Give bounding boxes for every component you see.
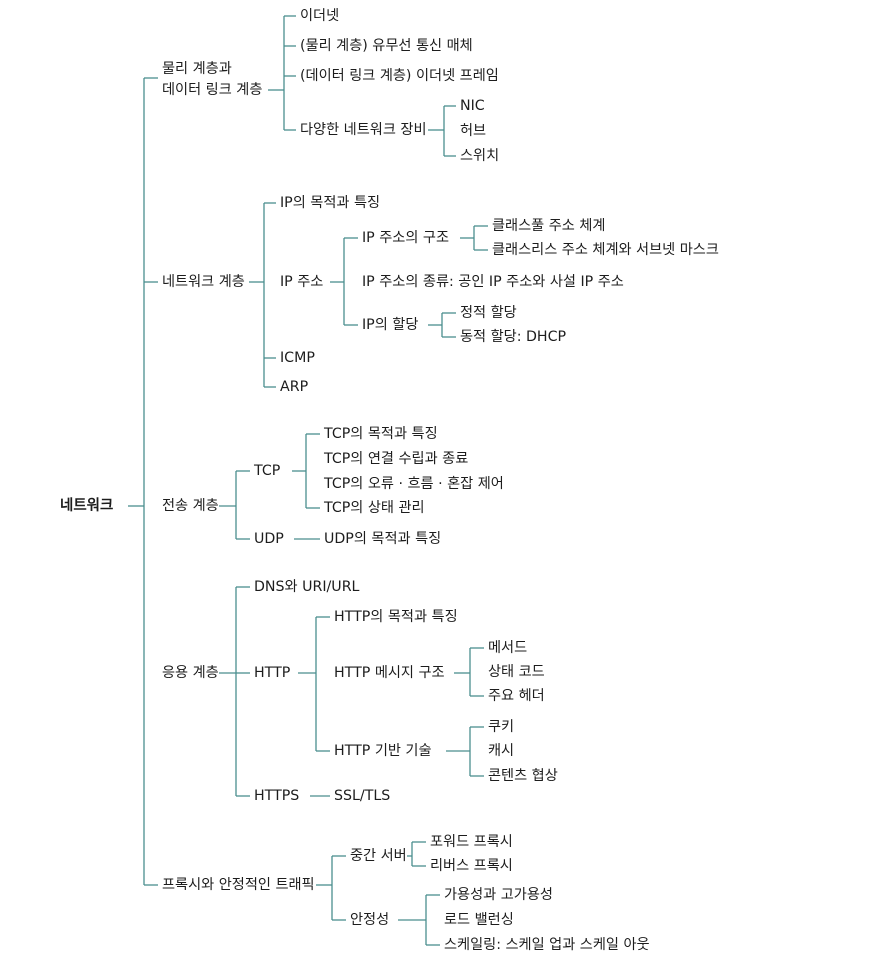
node-icmp: ICMP — [280, 349, 315, 367]
node-network-layer: 네트워크 계층 — [162, 273, 245, 291]
node-switch: 스위치 — [460, 147, 500, 165]
node-ethernet: 이더넷 — [300, 7, 340, 25]
node-middle-server: 중간 서버 — [350, 847, 407, 865]
node-tcp-state: TCP의 상태 관리 — [324, 499, 425, 517]
node-availability: 가용성과 고가용성 — [444, 886, 553, 904]
node-load-balancing: 로드 밸런싱 — [444, 911, 514, 929]
node-ethernet-frame: (데이터 링크 계층) 이더넷 프레임 — [300, 67, 499, 85]
node-static-assign: 정적 할당 — [460, 304, 517, 322]
node-nic: NIC — [460, 97, 485, 115]
node-proxy-traffic: 프록시와 안정적인 트래픽 — [162, 876, 315, 894]
node-ssl-tls: SSL/TLS — [334, 787, 391, 805]
node-classful: 클래스풀 주소 체계 — [492, 217, 606, 235]
node-tcp: TCP — [254, 462, 281, 480]
node-main-headers: 주요 헤더 — [488, 687, 545, 705]
node-cache: 캐시 — [488, 742, 515, 760]
node-https: HTTPS — [254, 787, 300, 805]
node-tcp-connection: TCP의 연결 수립과 종료 — [324, 450, 469, 468]
node-tcp-control: TCP의 오류 · 흐름 · 혼잡 제어 — [324, 475, 504, 493]
node-http-message: HTTP 메시지 구조 — [334, 664, 445, 682]
node-status-code: 상태 코드 — [488, 663, 545, 681]
node-stability: 안정성 — [350, 911, 390, 929]
node-physical-layer-line1: 물리 계층과 — [162, 60, 232, 78]
node-ip-assign: IP의 할당 — [362, 316, 419, 334]
node-dynamic-assign: 동적 할당: DHCP — [460, 328, 567, 346]
node-udp: UDP — [254, 530, 284, 548]
node-http: HTTP — [254, 664, 291, 682]
node-dns: DNS와 URI/URL — [254, 578, 360, 596]
node-network-devices: 다양한 네트워크 장비 — [300, 121, 427, 139]
node-application-layer: 응용 계층 — [162, 664, 219, 682]
root-node-network: 네트워크 — [60, 497, 114, 515]
node-tcp-purpose: TCP의 목적과 특징 — [324, 425, 438, 443]
node-ip-types: IP 주소의 종류: 공인 IP 주소와 사설 IP 주소 — [362, 273, 624, 291]
node-scaling: 스케일링: 스케일 업과 스케일 아웃 — [444, 936, 650, 954]
node-cookie: 쿠키 — [488, 718, 515, 736]
node-ip-purpose: IP의 목적과 특징 — [280, 194, 381, 212]
node-method: 메서드 — [488, 639, 528, 657]
node-forward-proxy: 포워드 프록시 — [430, 833, 513, 851]
node-ip-structure: IP 주소의 구조 — [362, 229, 450, 247]
node-content-negotiation: 콘텐츠 협상 — [488, 767, 558, 785]
node-reverse-proxy: 리버스 프록시 — [430, 857, 513, 875]
node-http-tech: HTTP 기반 기술 — [334, 742, 432, 760]
node-classless: 클래스리스 주소 체계와 서브넷 마스크 — [492, 241, 719, 259]
node-http-purpose: HTTP의 목적과 특징 — [334, 608, 458, 626]
node-hub: 허브 — [460, 122, 487, 140]
node-arp: ARP — [280, 378, 309, 396]
node-physical-layer-line2: 데이터 링크 계층 — [162, 81, 263, 99]
node-transport-layer: 전송 계층 — [162, 497, 219, 515]
node-udp-purpose: UDP의 목적과 특징 — [324, 530, 442, 548]
node-ip-address: IP 주소 — [280, 273, 324, 291]
node-wired-medium: (물리 계층) 유무선 통신 매체 — [300, 37, 473, 55]
